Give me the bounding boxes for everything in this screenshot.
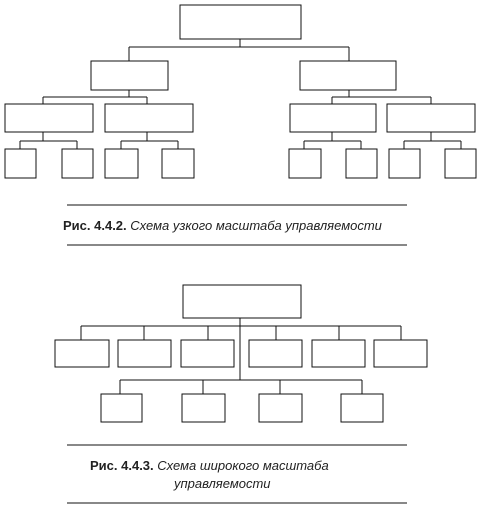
wide-sub-box-3 — [180, 339, 235, 368]
caption-text-line1: Схема широкого масштаба — [157, 458, 329, 473]
wide-sub-box-6 — [373, 339, 428, 368]
caption-number: Рис. 4.4.2. — [63, 218, 127, 233]
level4-box-3 — [104, 148, 139, 179]
level2-box-right — [299, 60, 397, 91]
level4-box-6 — [345, 148, 378, 179]
level3-box-4 — [386, 103, 476, 133]
level4-box-1 — [4, 148, 37, 179]
wide-sub-box-2 — [117, 339, 172, 368]
root-box — [179, 4, 302, 40]
wide-sub-box-1 — [54, 339, 110, 368]
level4-box-8 — [444, 148, 477, 179]
level2-box-left — [90, 60, 169, 91]
level3-box-2 — [104, 103, 194, 133]
wide-lower-box-2 — [181, 393, 226, 423]
figure-caption-4-4-3: Рис. 4.4.3. Схема широкого масштаба — [90, 457, 329, 474]
level4-box-7 — [388, 148, 421, 179]
level4-box-2 — [61, 148, 94, 179]
level3-box-3 — [289, 103, 377, 133]
wide-sub-box-4 — [248, 339, 303, 368]
level4-box-4 — [161, 148, 195, 179]
narrow-span-chart — [4, 4, 477, 179]
wide-span-chart — [54, 284, 428, 423]
wide-root-box — [182, 284, 302, 319]
wide-lower-box-1 — [100, 393, 143, 423]
caption-number: Рис. 4.4.3. — [90, 458, 154, 473]
wide-lower-box-4 — [340, 393, 384, 423]
figure-caption-4-4-2: Рис. 4.4.2. Схема узкого масштаба управл… — [63, 217, 382, 234]
level3-box-1 — [4, 103, 94, 133]
caption-text-line2: управляемости — [174, 476, 271, 491]
figure-caption-4-4-3-line2: управляемости — [174, 475, 271, 492]
wide-sub-box-5 — [311, 339, 366, 368]
caption-text: Схема узкого масштаба управляемости — [130, 218, 382, 233]
wide-lower-box-3 — [258, 393, 303, 423]
level4-box-5 — [288, 148, 322, 179]
